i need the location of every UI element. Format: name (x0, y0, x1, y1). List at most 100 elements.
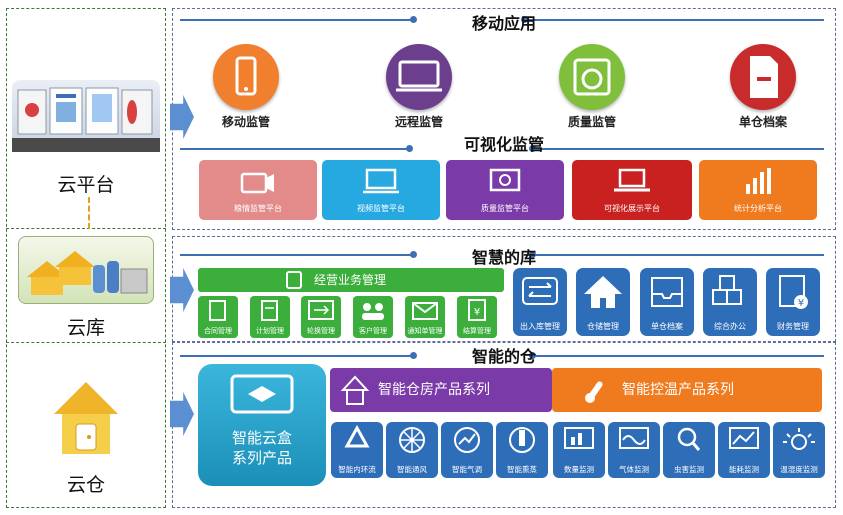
office-tile[interactable]: 综合办公 (703, 268, 757, 336)
tile-label: 统计分析平台 (734, 204, 782, 213)
tier-label-library: 云库 (66, 317, 105, 339)
settlement-management-tile[interactable]: ¥ 结算管理 (457, 296, 497, 338)
tile-label: 通知单管理 (407, 327, 443, 335)
quantity-monitoring-tile[interactable]: 数量监测 (553, 422, 605, 478)
finance-doc-icon: ¥ (779, 275, 808, 309)
smart-cloud-box-tile[interactable]: 智能云盒 系列产品 (198, 364, 326, 486)
users-icon (362, 303, 384, 320)
remote-supervision-icon[interactable] (386, 44, 452, 110)
tray-icon (651, 277, 683, 307)
smart-library-title: 智慧的库 (471, 248, 536, 267)
tier-label-warehouse: 云仓 (66, 474, 105, 496)
warehouse-hut-icon (46, 378, 126, 458)
tile-label: 气体监测 (619, 465, 649, 474)
mobile-apps-title: 移动应用 (471, 14, 536, 33)
finance-management-tile[interactable]: ¥ 财务管理 (766, 268, 820, 336)
video-supervision-platform-tile[interactable]: 视频监管平台 (322, 160, 440, 220)
gas-monitoring-tile[interactable]: 气体监测 (608, 422, 660, 478)
single-warehouse-archive-tile[interactable]: 单仓档案 (640, 268, 694, 336)
camera-icon (240, 172, 274, 194)
bar-chart-icon (746, 168, 771, 194)
title-rule (532, 148, 824, 150)
title-rule-dot (529, 352, 536, 359)
connector-line (88, 197, 90, 229)
title-rule (180, 148, 410, 150)
temperature-product-series-bar[interactable]: 智能控温产品系列 (552, 368, 822, 412)
svg-text:¥: ¥ (474, 307, 480, 318)
fumigation-tile[interactable]: 智能熏蒸 (496, 422, 548, 478)
tile-label: 可视化展示平台 (604, 204, 660, 213)
customer-management-tile[interactable]: 客户管理 (353, 296, 393, 338)
title-rule-dot (529, 251, 536, 258)
ventilation-tile[interactable]: 智能通风 (386, 422, 438, 478)
contract-management-tile[interactable]: 合同管理 (198, 296, 238, 338)
inbound-outbound-tile[interactable]: 出入库管理 (513, 268, 567, 336)
inner-circulation-tile[interactable]: 智能内环流 (331, 422, 383, 478)
title-rule (180, 254, 414, 256)
tier-divider (6, 228, 166, 229)
document-icon (286, 271, 302, 289)
pest-monitoring-tile[interactable]: 虫害监测 (663, 422, 715, 478)
remote-supervision-label: 远程监管 (394, 115, 443, 129)
screen-chart-icon (564, 427, 594, 449)
cloud-box-line2: 系列产品 (231, 449, 292, 467)
title-rule-dot (410, 251, 417, 258)
business-management-bar[interactable]: 经营业务管理 (198, 268, 504, 292)
controlled-atmosphere-tile[interactable]: 智能气调 (441, 422, 493, 478)
tile-label: 数量监测 (564, 465, 594, 474)
temp-humidity-monitoring-tile[interactable]: 温湿度监测 (773, 422, 825, 478)
quality-supervision-icon[interactable] (559, 44, 625, 110)
house-outline-icon (340, 375, 370, 405)
tile-label: 客户管理 (359, 327, 387, 335)
contract-icon (209, 300, 226, 321)
tile-label: 虫害监测 (674, 465, 704, 474)
yen-doc-icon: ¥ (468, 299, 486, 321)
tier-column (6, 8, 166, 508)
tile-label: 合同管理 (204, 327, 232, 335)
screen-line-icon (729, 427, 759, 449)
tile-label: 出入库管理 (520, 322, 560, 331)
tile-label: 能耗监测 (729, 465, 759, 474)
warehouse-archive-label: 单仓档案 (738, 115, 787, 129)
tile-label: 结算管理 (463, 327, 491, 335)
mobile-supervision-label: 移动监管 (221, 115, 270, 129)
quality-supervision-platform-tile[interactable]: 质量监管平台 (446, 160, 564, 220)
title-rule-dot (410, 352, 417, 359)
title-rule (532, 254, 824, 256)
tile-label: 智能通风 (397, 465, 427, 474)
grain-supervision-platform-tile[interactable]: 粮情监管平台 (199, 160, 317, 220)
tile-label: 视频监管平台 (357, 204, 405, 213)
svg-text:¥: ¥ (798, 298, 804, 309)
tile-label: 粮情监管平台 (234, 204, 282, 213)
tile-label: 智能熏蒸 (507, 465, 537, 474)
visual-display-platform-tile[interactable]: 可视化展示平台 (572, 160, 692, 220)
rotation-management-tile[interactable]: 轮换管理 (301, 296, 341, 338)
tier-divider (6, 342, 166, 343)
envelope-icon (412, 302, 438, 320)
plan-management-tile[interactable]: 计划管理 (250, 296, 290, 338)
magnifier-icon (677, 427, 701, 451)
energy-monitoring-tile[interactable]: 能耗监测 (718, 422, 770, 478)
tile-label: 温湿度监测 (780, 465, 818, 474)
title-rule-dot (406, 145, 413, 152)
storage-management-tile[interactable]: 仓储管理 (576, 268, 630, 336)
mobile-supervision-icon[interactable] (213, 44, 279, 110)
tile-label: 仓储管理 (587, 322, 619, 331)
tile-label: 轮换管理 (307, 327, 335, 335)
tile-label: 财务管理 (777, 322, 809, 331)
fumigation-icon (509, 427, 535, 453)
cloud-box-line1: 智能云盒 (231, 429, 292, 447)
cubes-icon (712, 275, 742, 305)
title-rule (532, 355, 824, 357)
title-rule (180, 19, 414, 21)
fan-icon (399, 427, 425, 453)
warehouse-archive-icon[interactable] (730, 44, 796, 110)
cloud-box-icon (230, 374, 294, 414)
warehouse-product-series-bar[interactable]: 智能仓房产品系列 (330, 368, 552, 412)
statistics-platform-tile[interactable]: 统计分析平台 (699, 160, 817, 220)
notice-management-tile[interactable]: 通知单管理 (405, 296, 445, 338)
scan-icon (489, 168, 521, 192)
tile-label: 单仓档案 (651, 322, 683, 331)
platform-screens-image (12, 80, 160, 152)
title-rule-dot (529, 145, 536, 152)
